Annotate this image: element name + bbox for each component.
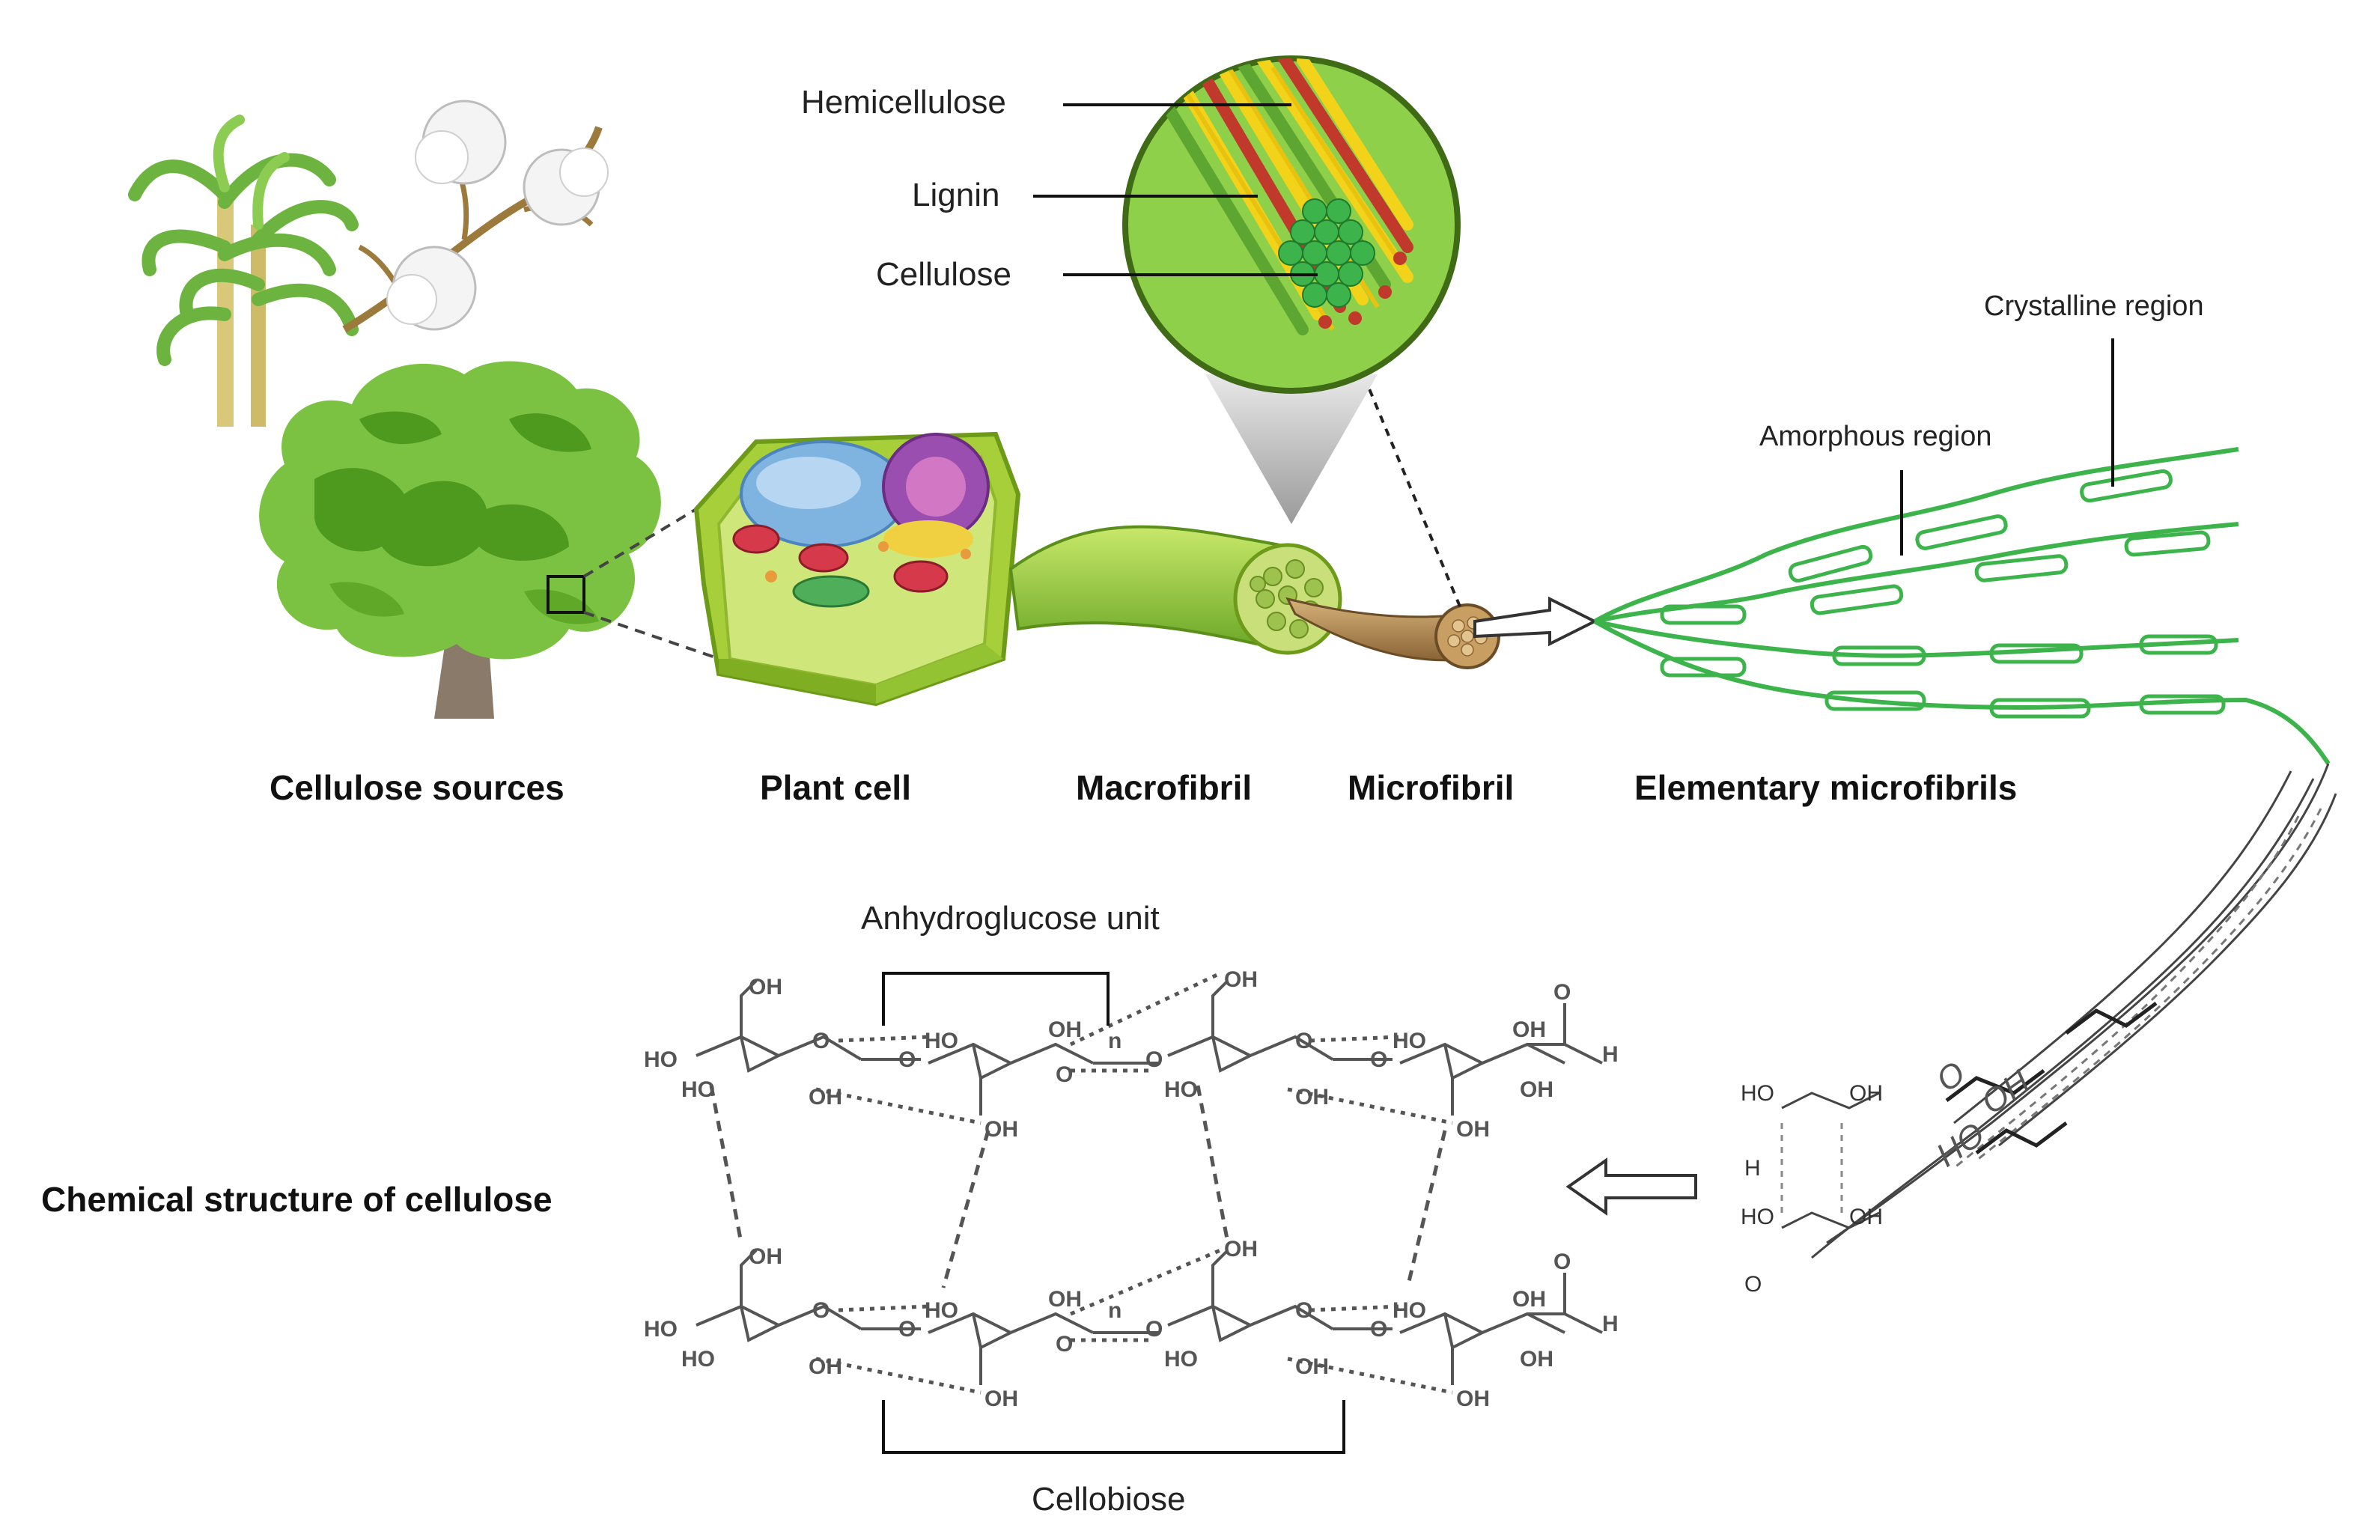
bottom-oh-7: OH	[1512, 1287, 1546, 1312]
bottom-oh-1: OH	[749, 1244, 782, 1269]
top-oh-9: OH	[1456, 1117, 1490, 1142]
top-oh-8: OH	[1520, 1077, 1553, 1102]
bottom-oh-9: OH	[1456, 1387, 1490, 1411]
macrofibril-label: Macrofibril	[1076, 768, 1253, 807]
twisted-o-label: O	[1930, 1054, 1972, 1099]
top-ho-2: HO	[681, 1077, 715, 1102]
tree-illustration	[259, 361, 742, 719]
microfibril-illustration	[1285, 336, 1598, 669]
tree-zoom-box	[547, 575, 585, 614]
bottom-ho-3: HO	[925, 1298, 958, 1323]
top-o-2: O	[898, 1047, 916, 1072]
top-ho-5: HO	[1393, 1029, 1426, 1053]
elementary-microfibrils	[1593, 338, 2331, 765]
bottom-ho-4: HO	[1164, 1347, 1198, 1372]
macrofibril-illustration	[1008, 525, 1342, 655]
closeup-oh-top: OH	[1849, 1081, 1883, 1106]
closeup-h-mid: H	[1744, 1156, 1761, 1181]
cellulose-sources-label: Cellulose sources	[270, 768, 564, 807]
bottom-o-5: O	[1295, 1298, 1312, 1323]
top-ho-1: HO	[644, 1047, 678, 1072]
magnified-fibril-composition	[1033, 55, 1461, 394]
chemical-structure-label: Chemical structure of cellulose	[41, 1180, 553, 1219]
top-carbonyl-o: O	[1553, 980, 1571, 1005]
closeup-oh-bottom: OH	[1849, 1205, 1883, 1229]
bottom-oh-8: OH	[1520, 1347, 1553, 1372]
bottom-o-3: O	[1056, 1332, 1073, 1357]
top-ho-4: HO	[1164, 1077, 1198, 1102]
chain-segment-closeup: HO OH H HO OH O	[1741, 1081, 1883, 1297]
top-o-3: O	[1056, 1062, 1073, 1087]
bottom-oh-3: OH	[1048, 1287, 1082, 1312]
microfibril-to-elementary-arrow	[1473, 596, 1598, 647]
top-oh-1: OH	[749, 975, 782, 999]
top-oh-7: OH	[1512, 1017, 1546, 1042]
top-oh-3: OH	[1048, 1017, 1082, 1042]
top-ho-3: HO	[925, 1029, 958, 1053]
lignin-label: Lignin	[912, 177, 1000, 213]
sugarcane-illustration	[128, 115, 359, 427]
anhydroglucose-unit-bracket	[882, 972, 1110, 1026]
closeup-o-bottom: O	[1744, 1272, 1762, 1297]
top-o-5: O	[1295, 1029, 1312, 1053]
bundle-to-structure-arrow	[1565, 1157, 1697, 1216]
twisted-ho-label: HO	[1930, 1116, 1991, 1174]
bottom-o-1: O	[812, 1298, 830, 1323]
top-o-4: O	[1145, 1047, 1163, 1072]
twisted-oh-label: OH	[1975, 1063, 2036, 1121]
top-o-6: O	[1370, 1047, 1387, 1072]
bottom-ho-2: HO	[681, 1347, 715, 1372]
inter-chain-hydrogen-bonds	[709, 1085, 1447, 1288]
amorphous-region-label: Amorphous region	[1759, 421, 1992, 452]
cellulose-bundle	[1278, 198, 1375, 308]
bottom-o-2: O	[898, 1317, 916, 1342]
plant-cell-illustration	[693, 431, 1021, 707]
cotton-illustration	[342, 100, 609, 333]
elementary-microfibrils-label: Elementary microfibrils	[1634, 768, 2018, 807]
top-oh-5: OH	[1224, 967, 1258, 992]
cellobiose-label: Cellobiose	[1032, 1481, 1186, 1518]
anhydroglucose-unit-label: Anhydroglucose unit	[861, 900, 1160, 937]
cellulose-chain-top	[696, 979, 1603, 1116]
bottom-n-subscript: n	[1108, 1298, 1121, 1323]
closeup-ho-bottom: HO	[1741, 1205, 1774, 1229]
bottom-oh-2: OH	[809, 1354, 842, 1379]
hydrogen-bonds	[815, 971, 1453, 1395]
magnification-cone	[1205, 374, 1378, 524]
cellulose-label: Cellulose	[876, 256, 1011, 293]
top-n-subscript: n	[1108, 1029, 1121, 1053]
cellobiose-bracket	[882, 1400, 1345, 1454]
cellulose-chain-bottom	[696, 1249, 1603, 1385]
bottom-o-6: O	[1370, 1317, 1387, 1342]
bottom-oh-4: OH	[984, 1387, 1018, 1411]
top-o-1: O	[812, 1029, 830, 1053]
hemicellulose-label: Hemicellulose	[801, 84, 1006, 121]
top-oh-4: OH	[984, 1117, 1018, 1142]
top-oh-2: OH	[809, 1085, 842, 1110]
bottom-carbonyl-o: O	[1553, 1250, 1571, 1274]
twisted-cellulose-chains: HO OH O	[1811, 763, 2337, 1259]
closeup-ho-top: HO	[1741, 1081, 1774, 1106]
bottom-oh-6: OH	[1295, 1354, 1329, 1379]
top-h-end: H	[1602, 1042, 1619, 1067]
bottom-h-end: H	[1602, 1312, 1619, 1336]
bottom-ho-5: HO	[1393, 1298, 1426, 1323]
bottom-oh-5: OH	[1224, 1237, 1258, 1261]
top-oh-6: OH	[1295, 1085, 1329, 1110]
plant-cell-label: Plant cell	[760, 768, 911, 807]
bottom-ho-1: HO	[644, 1317, 678, 1342]
crystalline-region-label: Crystalline region	[1984, 290, 2204, 322]
chemical-group-labels: OH HO HO O OH O HO OH O OH O OH HO O OH …	[644, 967, 1619, 1411]
microfibril-label: Microfibril	[1348, 768, 1515, 807]
bottom-o-4: O	[1145, 1317, 1163, 1342]
